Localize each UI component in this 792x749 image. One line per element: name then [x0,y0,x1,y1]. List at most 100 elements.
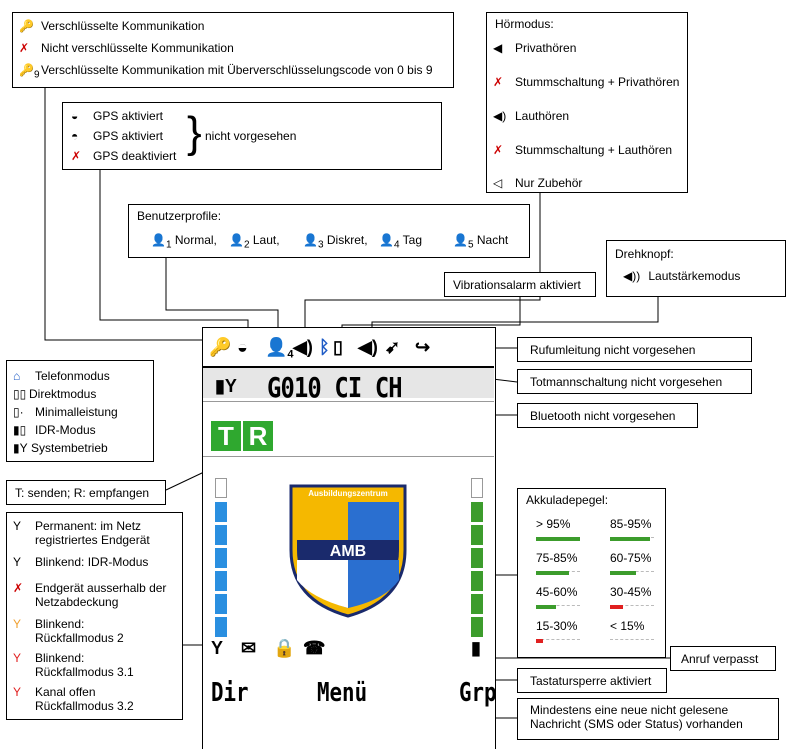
akku-title: Akkuladepegel: [526,493,609,507]
home-icon: ⌂ [13,369,21,383]
envelope-icon: ✉ [241,638,257,658]
nachricht-label: Mindestens eine neue nicht gelesene Nach… [517,698,779,740]
drehknopf-item: ◀)) Lautstärkemodus [623,269,741,283]
akku-level-fill [610,605,624,609]
hoermodus-item-5: ◁Nur Zubehör [493,176,583,190]
gps-legend: ◒GPS aktiviert ◓GPS aktiviert ✗GPS deakt… [62,102,442,170]
gps-brace: } [187,108,202,157]
akku-level: 45-60% [536,585,580,613]
softkey-right[interactable]: Grp [459,678,497,708]
profile-item-2: 👤2 Laut, [229,233,280,251]
volume-knob-icon: ◀) [358,337,378,357]
antenna-red-open-icon: Y [13,685,22,699]
softkey-left[interactable]: Dir [211,678,249,708]
profile-person-icon: 👤4 [265,337,294,361]
volume-knob-icon: ◀)) [623,269,641,283]
antenna-crossed-icon: ✗ [13,581,24,595]
rufumleitung-label: Rufumleitung nicht vorgesehen [517,337,752,362]
akku-level-bar [610,639,654,644]
antenna-red-icon: Y [13,651,22,665]
akku-level-bar [536,571,580,576]
encryption-legend: 🔑Verschlüsselte Kommunikation ✗Nicht ver… [12,12,454,88]
akku-level-bar [610,537,654,542]
antenna-blinking-icon: Y [13,555,22,569]
tastatur-label: Tastatursperre aktiviert [517,668,667,693]
encryption-item-3: 🔑9Verschlüsselte Kommunikation mit Überv… [19,63,433,81]
softkey-center[interactable]: Menü [317,678,368,708]
speaker-loud-icon: ◀) [493,109,507,123]
person-icon: 👤 [453,233,468,247]
call-forward-icon: ↪ [415,337,431,357]
bar-segment [215,594,227,614]
mode-item-3: ▯·Minimalleistung [13,405,118,419]
drehknopf-title: Drehknopf: [615,247,674,261]
akku-level-label: 60-75% [610,551,652,565]
satellite-dish-crossed-icon: ✗ [71,149,82,163]
hoermodus-title: Hörmodus: [495,17,554,31]
modes-legend: ⌂Telefonmodus ▯▯Direktmodus ▯·Minimallei… [6,360,154,462]
radio-display: 🔑 ◒ 👤4 ◀) ᛒ ▯ ◀) ➹ ↪ ▮Y G010 CI CH T R A… [202,327,497,749]
bar-segment [215,617,227,637]
title-band [203,368,494,398]
akku-level: 15-30% [536,619,580,647]
dead-man-icon: ➹ [385,337,401,357]
akku-level-label: 75-85% [536,551,578,565]
bar-segment [215,502,227,522]
tr-note: T: senden; R: empfangen [6,480,166,505]
akku-level-fill [536,605,556,609]
person-icon: 👤 [379,233,394,247]
satellite-dish-icon: ◒ [237,337,248,357]
hoermodus-legend: Hörmodus: ◀Privathören ✗Stummschaltung +… [486,12,688,193]
bar-segment [215,571,227,591]
key-icon: 🔑 [209,337,232,357]
akku-level-fill [610,571,637,575]
akku-level-label: 15-30% [536,619,578,633]
hoermodus-item-1: ◀Privathören [493,41,577,55]
key-crossed-icon: ✗ [19,41,30,55]
person-icon: 👤 [229,233,244,247]
akku-level-fill [610,537,650,541]
bar-segment [471,594,483,614]
bar-segment [471,502,483,522]
akku-level-bar [610,571,654,576]
satellite-dish-icon: ◒ [71,109,79,123]
akku-level: 30-45% [610,585,654,613]
akku-level-label: > 95% [536,517,571,531]
akku-level-bar [536,537,580,542]
akku-level-label: 45-60% [536,585,578,599]
profile-item-3: 👤3 Diskret, [303,233,368,251]
antenna-icon: Y [211,638,224,658]
drehknopf-legend: Drehknopf: ◀)) Lautstärkemodus [606,240,786,297]
encryption-item-2: ✗Nicht verschlüsselte Kommunikation [19,41,234,55]
person-icon: 👤 [303,233,318,247]
hoermodus-item-4: ✗Stummschaltung + Lauthören [493,143,673,157]
akku-level: > 95% [536,517,580,545]
person-icon: 👤 [151,233,166,247]
bluetooth-label: Bluetooth nicht vorgesehen [517,403,698,428]
speaker-small-icon: ◀ [493,41,503,55]
akku-level-label: 30-45% [610,585,652,599]
speaker-muted-icon: ✗ [493,75,504,89]
akku-level: 85-95% [610,517,654,545]
speaker-outline-icon: ◁ [493,176,503,190]
satellite-dish-outline-icon: ◓ [71,129,79,143]
key-code-icon: 🔑9 [19,63,40,81]
gps-note: nicht vorgesehen [205,129,297,143]
min-power-icon: ▯· [13,405,24,419]
hoermodus-item-2: ✗Stummschaltung + Privathören [493,75,680,89]
profiles-legend: Benutzerprofile: 👤1 Normal, 👤2 Laut, 👤3 … [128,204,530,258]
bar-empty-segment [215,478,227,498]
tx-indicator: T [211,421,241,451]
antenna-icon: Y [13,519,22,533]
speaker-loud-muted-icon: ✗ [493,143,504,157]
direct-mode-icon: ▯▯ [13,387,27,401]
akku-level-bar [610,605,654,610]
profiles-title: Benutzerprofile: [137,209,222,223]
antenna-orange-icon: Y [13,617,22,631]
akku-level: 60-75% [610,551,654,579]
akku-level-bar [536,605,580,610]
